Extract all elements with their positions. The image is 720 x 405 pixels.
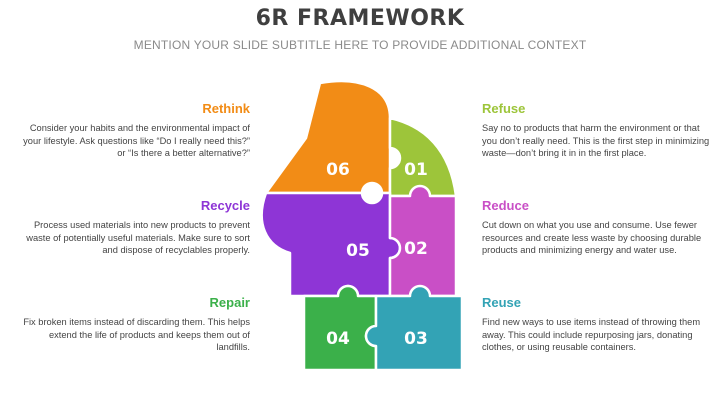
reduce-description: Cut down on what you use and consume. Us… (482, 220, 702, 255)
puzzle-piece-05 (260, 191, 402, 298)
reduce-block: Reduce Cut down on what you use and cons… (482, 198, 714, 257)
reuse-block: Reuse Find new ways to use items instead… (482, 295, 714, 354)
rethink-block: Rethink Consider your habits and the env… (18, 101, 250, 160)
puzzle-piece-04 (302, 284, 378, 372)
recycle-block: Recycle Process used materials into new … (18, 198, 250, 257)
slide-subtitle: MENTION YOUR SLIDE SUBTITLE HERE TO PROV… (133, 38, 587, 52)
puzzle-horse-head: 06 01 05 02 04 03 (260, 79, 464, 372)
repair-heading: Repair (209, 295, 250, 310)
refuse-block: Refuse Say no to products that harm the … (482, 101, 714, 160)
rethink-description: Consider your habits and the environment… (23, 123, 250, 158)
puzzle-piece-01 (388, 116, 458, 198)
repair-description: Fix broken items instead of discarding t… (23, 317, 250, 352)
repair-block: Repair Fix broken items instead of disca… (18, 295, 250, 354)
reduce-heading: Reduce (482, 198, 529, 213)
reuse-heading: Reuse (482, 295, 522, 310)
puzzle-number-04: 04 (326, 329, 350, 349)
puzzle-piece-03 (364, 284, 464, 372)
puzzle-number-02: 02 (404, 239, 428, 259)
puzzle-number-06: 06 (326, 160, 350, 180)
reuse-description: Find new ways to use items instead of th… (482, 317, 701, 352)
slide-title: 6R FRAMEWORK (255, 6, 465, 31)
refuse-heading: Refuse (482, 101, 526, 116)
recycle-heading: Recycle (200, 198, 250, 213)
recycle-description: Process used materials into new products… (26, 220, 250, 255)
puzzle-number-05: 05 (346, 241, 370, 261)
puzzle-number-03: 03 (404, 329, 428, 349)
puzzle-number-01: 01 (404, 160, 428, 180)
refuse-description: Say no to products that harm the environ… (482, 123, 710, 158)
rethink-heading: Rethink (202, 101, 250, 116)
